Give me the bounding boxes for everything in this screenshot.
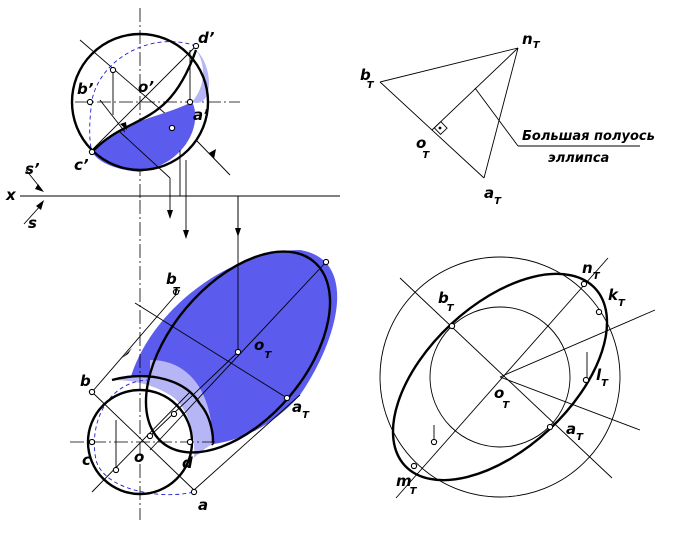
label-a: a: [198, 496, 208, 514]
label-s: s: [28, 214, 37, 232]
arrow-head: [35, 184, 44, 192]
label-x: x: [5, 186, 17, 204]
label-l-t: lT: [596, 366, 609, 389]
point-a-t: [283, 394, 291, 402]
note-major-semi-axis: Большая полуось: [522, 129, 655, 144]
point-l-t: [582, 376, 590, 384]
label-a-t: aT: [566, 420, 584, 443]
triangle-median: [431, 47, 519, 131]
label-o-t: oT: [254, 336, 272, 361]
arrow-head: [36, 200, 44, 210]
outer-circle: [379, 256, 621, 498]
point: [170, 410, 178, 418]
shadow-ray: [193, 394, 301, 491]
top-view: d’ o’ b’ a’ c’: [70, 8, 241, 239]
point-a-t: [546, 423, 554, 431]
label-n-t: nT: [522, 30, 541, 51]
right-angle-dot: [438, 126, 442, 130]
shadow-ray: [149, 351, 239, 437]
label-d-prime: d’: [198, 29, 215, 47]
note-ellipse: эллипса: [548, 151, 609, 166]
label-o-prime: o’: [138, 78, 154, 96]
label-k-t: kT: [608, 286, 626, 309]
x-axis-group: x s’ s: [5, 160, 340, 232]
point: [168, 124, 176, 132]
label-b: b: [80, 372, 91, 390]
light-ray: [99, 99, 126, 133]
point-a: [190, 488, 198, 496]
point-c: [88, 438, 96, 446]
top-view-light-crescent: [192, 50, 210, 103]
right-angle-marker: [433, 121, 448, 136]
point-d-prime: [192, 42, 200, 50]
top-view-circle: [70, 32, 210, 172]
front-diameter-line: [91, 391, 191, 493]
top-view-hidden-curve: [89, 41, 197, 153]
front-diameter-line: [91, 391, 195, 491]
label-o: o: [134, 448, 144, 466]
arrow-head: [120, 122, 127, 130]
shadow-ray: [91, 289, 181, 393]
arrow-head: [209, 149, 216, 159]
point-b-t: [172, 288, 180, 296]
minor-axis-line: [399, 277, 613, 479]
light-ray: [119, 131, 171, 179]
point: [322, 258, 330, 266]
top-view-shadow-crescent: [92, 102, 196, 172]
top-view-diameter-line: [89, 45, 197, 153]
construction-ray: [499, 376, 641, 431]
point-m-t: [410, 462, 418, 470]
semi-axis-line: [474, 87, 519, 147]
label-n-t: nT: [582, 259, 601, 282]
shadow-contour: [111, 374, 202, 405]
construction-ray: [499, 309, 656, 378]
point-b-t: [448, 322, 456, 330]
label-a-t: aT: [484, 184, 502, 207]
arrow-head: [167, 210, 173, 219]
point-o-t: [234, 348, 242, 356]
top-view-separation-line: [91, 49, 198, 153]
cylinder-light-surface: [150, 360, 213, 452]
point-k-t: [595, 308, 603, 316]
point-b-prime: [86, 98, 94, 106]
label-a-t: aT: [292, 398, 310, 421]
triangle-side: [483, 47, 519, 179]
label-s-prime: s’: [25, 160, 40, 178]
triangle-side: [379, 47, 519, 83]
shadow-contour: [199, 403, 215, 446]
point-o: [146, 432, 154, 440]
inner-circle: [429, 306, 571, 448]
point: [109, 66, 117, 74]
label-b-prime: b’: [77, 80, 94, 98]
label-d: d: [182, 454, 193, 472]
point-n-t: [580, 280, 588, 288]
point: [430, 438, 438, 446]
point: [112, 466, 120, 474]
arrow-head: [183, 230, 189, 239]
point-a-prime: [186, 98, 194, 106]
arrow-head: [122, 348, 132, 358]
point-b: [88, 388, 96, 396]
label-a-prime: a’: [193, 106, 209, 124]
projection-connector: [179, 150, 239, 230]
label-c: c: [82, 451, 91, 469]
point-c-prime: [88, 148, 96, 156]
label-c-prime: c’: [74, 156, 89, 174]
shadow-minor-axis: [134, 302, 288, 399]
point-d: [186, 438, 194, 446]
shadow-major-axis: [149, 261, 327, 451]
